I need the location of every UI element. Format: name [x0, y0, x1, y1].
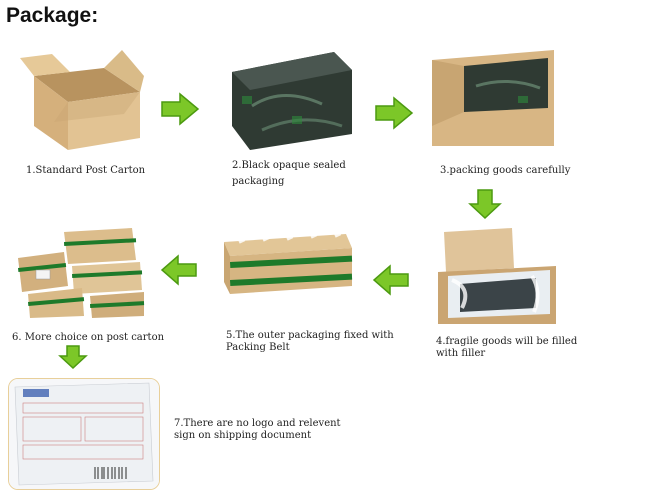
step7-caption-line2: sign on shipping document — [174, 430, 312, 441]
black-bag-photo — [222, 46, 358, 154]
arrow-right-icon — [374, 96, 414, 130]
step2-caption-line1: 2.Black opaque sealed — [232, 160, 346, 171]
step7-caption-line1: 7.There are no logo and relevent — [174, 418, 341, 429]
filler-carton-photo — [432, 228, 562, 328]
step4-caption: 4.fragile goods will be filled with fill… — [436, 336, 577, 360]
packed-carton-photo — [428, 46, 558, 152]
step2-caption: 2.Black opaque sealed packaging — [232, 158, 346, 190]
arrow-left-icon — [372, 264, 410, 296]
step3-caption-line1: 3.packing goods carefully — [440, 165, 571, 176]
step2-caption-line2: packaging — [232, 176, 285, 187]
carton-photo — [12, 46, 148, 158]
step4-caption-line1: 4.fragile goods will be filled — [436, 336, 578, 347]
page-title: Package: — [6, 4, 99, 27]
step3-caption: 3.packing goods carefully — [440, 163, 570, 179]
step5-caption: 5.The outer packaging fixed with Packing… — [226, 330, 394, 354]
arrow-left-icon — [160, 254, 198, 286]
carton-pile-photo — [12, 224, 148, 320]
arrow-down-icon — [468, 188, 502, 220]
step4-caption-line2: with filler — [436, 348, 486, 359]
step6-caption: 6. More choice on post carton — [12, 330, 164, 346]
step1-caption: 1.Standard Post Carton — [26, 163, 145, 179]
step7-caption: 7.There are no logo and relevent sign on… — [174, 418, 341, 442]
taped-box-photo — [218, 228, 358, 300]
step1-caption-line1: 1.Standard Post Carton — [26, 165, 146, 176]
shipping-document-photo — [8, 378, 160, 490]
step5-caption-line1: 5.The outer packaging fixed with — [226, 330, 394, 341]
arrow-down-icon — [58, 344, 88, 370]
step5-caption-line2: Packing Belt — [226, 342, 290, 353]
step6-caption-line1: 6. More choice on post carton — [12, 332, 165, 343]
arrow-right-icon — [160, 92, 200, 126]
